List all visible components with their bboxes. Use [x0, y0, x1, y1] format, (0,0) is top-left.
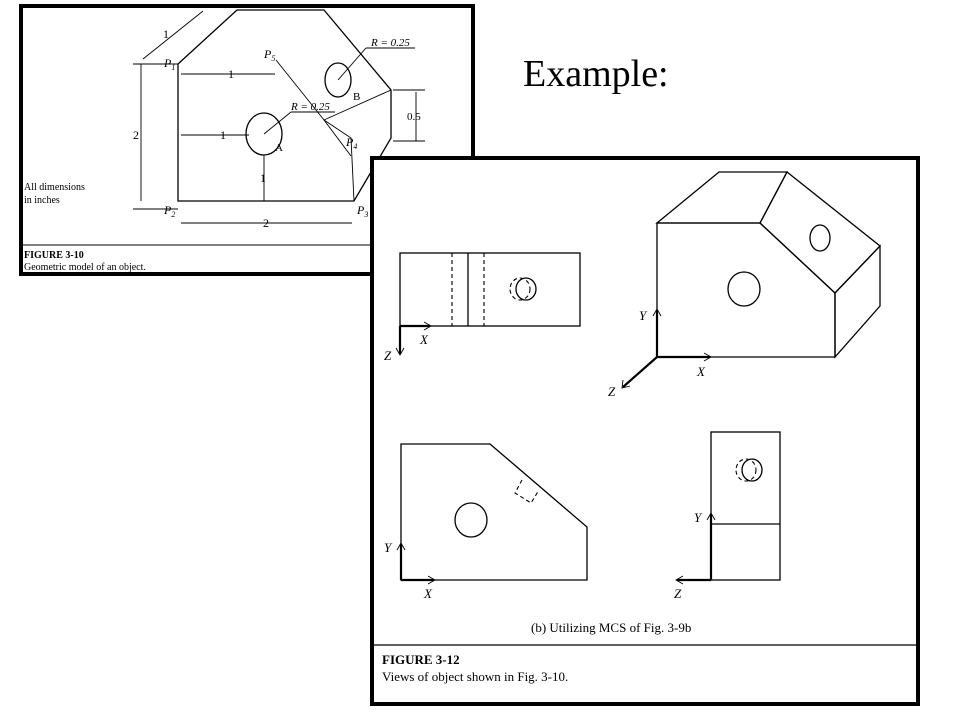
- top-view-y-label: Y: [384, 540, 393, 555]
- front-view-outline: [399, 252, 581, 327]
- figure-3-12-caption: (b) Utilizing MCS of Fig. 3-9b: [531, 620, 691, 635]
- label-p1: P1: [163, 56, 175, 72]
- dim-p5-offset-value: 1: [228, 67, 234, 81]
- hole-b-radius-leader: [337, 47, 367, 81]
- dim-chamfer-value: 0.5: [407, 111, 421, 123]
- iso-view-y-arrow: [652, 308, 662, 317]
- figure-3-10-panel: P1 P2 P3 P4 P5 A B R = 0.25 R = 0.25 1 2…: [19, 4, 475, 276]
- iso-view-y-label: Y: [639, 308, 648, 323]
- front-view-hole-solid: [515, 277, 537, 301]
- dim-left-height-value: 2: [133, 128, 139, 142]
- dim-top-depth-line: [142, 10, 204, 60]
- front-view-z-arrow: [395, 347, 405, 356]
- side-view-y-label: Y: [694, 510, 703, 525]
- figure-3-12-title: FIGURE 3-12: [382, 652, 460, 667]
- iso-view-hole-chamfer: [809, 224, 831, 252]
- dim-hole-a-x-value: 1: [220, 128, 226, 142]
- front-view-z-label: Z: [384, 348, 392, 363]
- dimensions-note-line2: in inches: [24, 195, 60, 206]
- figure-3-12-subtitle: Views of object shown in Fig. 3-10.: [382, 669, 568, 684]
- iso-view-z-label: Z: [608, 384, 616, 399]
- top-view-x-arrow: [427, 575, 436, 585]
- iso-view-top-face: [655, 171, 789, 224]
- label-p4: P4: [345, 135, 357, 151]
- side-view-hole-solid: [741, 458, 763, 482]
- side-view-outline: [710, 431, 781, 581]
- figure-3-10-subtitle: Geometric model of an object.: [24, 262, 146, 272]
- iso-view-front-face: [656, 222, 836, 358]
- top-view-hidden-hole: [514, 479, 540, 504]
- label-radius-a: R = 0.25: [290, 101, 330, 113]
- top-view-outline: [400, 443, 588, 581]
- top-view-y-arrow: [396, 542, 406, 551]
- side-view-z-arrow: [675, 575, 684, 585]
- dimensions-note-line1: All dimensions: [24, 182, 85, 193]
- side-view-z-label: Z: [674, 586, 682, 601]
- top-view-x-label: X: [423, 586, 433, 601]
- iso-view-chamfer-face: [759, 171, 881, 294]
- label-hole-a: A: [275, 142, 283, 154]
- front-view-x-label: X: [419, 332, 429, 347]
- iso-view-hole-front: [727, 271, 761, 307]
- label-p5: P5: [263, 47, 275, 63]
- hole-a-radius-leader: [263, 111, 292, 135]
- dim-hole-a-y-value: 1: [260, 171, 266, 185]
- iso-view-z-arrow: [621, 379, 631, 389]
- figure-3-10-drawing: P1 P2 P3 P4 P5 A B R = 0.25 R = 0.25 1 2…: [23, 9, 471, 272]
- figure-3-12-drawing: X Z X Y Z X Y: [374, 171, 916, 684]
- top-view-hole: [454, 502, 488, 538]
- hole-b: [324, 62, 352, 98]
- chamfer-edge-lower: [323, 119, 355, 202]
- slide-heading: Example:: [523, 53, 669, 95]
- label-radius-b: R = 0.25: [370, 37, 410, 49]
- iso-view-z-axis: [622, 356, 658, 388]
- iso-view-x-arrow: [703, 352, 712, 362]
- dim-top-depth-value: 1: [163, 27, 169, 41]
- side-view-hole-hidden: [735, 458, 757, 482]
- figure-3-10-title: FIGURE 3-10: [24, 250, 84, 261]
- object-outline: [177, 9, 392, 202]
- p4-edge: [323, 119, 352, 157]
- front-view-hole-hidden: [509, 277, 531, 301]
- figure-3-12-panel: X Z X Y Z X Y: [370, 156, 920, 706]
- front-view-x-arrow: [423, 321, 432, 331]
- iso-view-x-label: X: [696, 364, 706, 379]
- label-p3: P3: [356, 203, 368, 219]
- side-view-y-arrow: [706, 512, 716, 521]
- label-p2: P2: [163, 203, 175, 219]
- iso-view-side-face: [834, 244, 881, 359]
- dim-bottom-width-value: 2: [263, 216, 269, 230]
- label-hole-b: B: [353, 91, 360, 103]
